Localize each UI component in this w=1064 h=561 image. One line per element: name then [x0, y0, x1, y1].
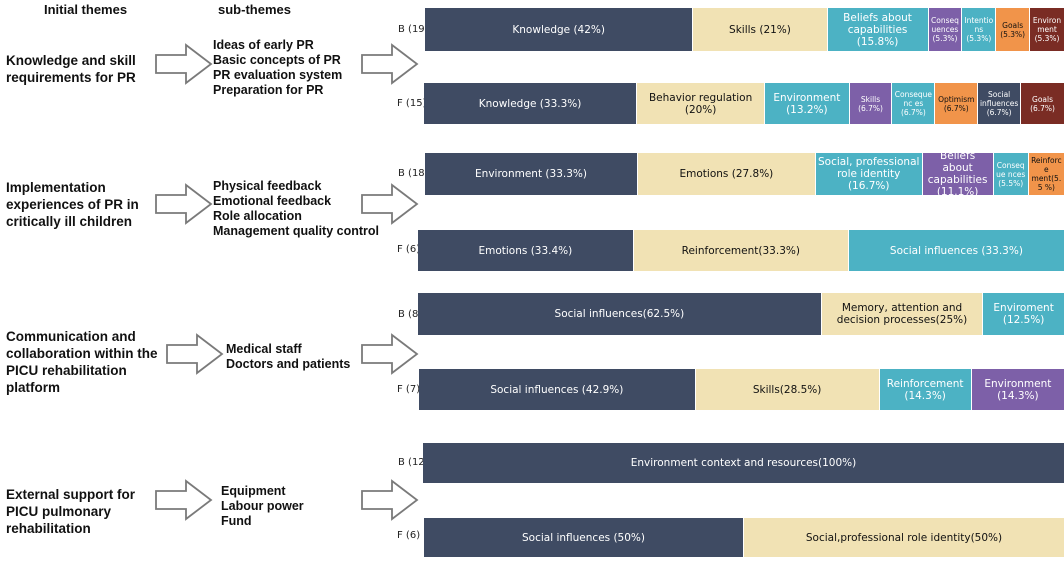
- stacked-bar: Knowledge (33.3%)Behavior regulation (20…: [424, 83, 1064, 124]
- bar-segment: Social influences (33.3%): [848, 230, 1064, 271]
- theme-4-line-1: External support for: [6, 487, 136, 502]
- bar-segment: Intentions (5.3%): [962, 8, 997, 51]
- bar-segment: Environ ment (5.3%): [1030, 8, 1064, 51]
- bar-segment: Reinforce ment(5.5 %): [1028, 153, 1064, 195]
- bar-segment: Knowledge (42%): [425, 8, 694, 51]
- theme-3-line-3: PICU rehabilitation: [6, 363, 127, 378]
- theme-2-line-2: experiences of PR in: [6, 197, 139, 212]
- theme-1-subthemes: Ideas of early PR Basic concepts of PR P…: [213, 38, 342, 98]
- bar-segment: Knowledge (33.3%): [424, 83, 638, 124]
- bar-segment: Social influences (42.9%): [419, 369, 696, 410]
- bar-segment: Social influences (6.7%): [978, 83, 1022, 124]
- theme-2-line-1: Implementation: [6, 180, 106, 195]
- bar-segment: Skills (6.7%): [849, 83, 893, 124]
- bar-segment: Memory, attention and decision processes…: [821, 293, 984, 335]
- bar-segment: Skills (21%): [693, 8, 828, 51]
- bar-label: B (8): [398, 309, 423, 320]
- stacked-bar: Social influences (50%)Social,profession…: [424, 518, 1064, 557]
- bar-segment: Goals (6.7%): [1021, 83, 1064, 124]
- theme-3-line-1: Communication and: [6, 329, 136, 344]
- subtheme-item: Labour power: [221, 499, 304, 513]
- bar-label: F (15): [397, 98, 427, 109]
- subtheme-item: Fund: [221, 514, 252, 528]
- bar-segment: Conseque nces (5.5%): [993, 153, 1029, 195]
- arrow-right-icon: [155, 183, 213, 225]
- stacked-bar: Social influences(62.5%)Memory, attentio…: [418, 293, 1064, 335]
- subtheme-item: Equipment: [221, 484, 286, 498]
- subtheme-item: Emotional feedback: [213, 194, 332, 208]
- stacked-bar: Social influences (42.9%)Skills(28.5%)Re…: [419, 369, 1064, 410]
- bar-segment: Social, professional role identity (16.7…: [815, 153, 923, 195]
- theme-4-line-2: PICU pulmonary: [6, 504, 112, 519]
- theme-4-line-3: rehabilitation: [6, 521, 91, 536]
- subtheme-item: Ideas of early PR: [213, 38, 314, 52]
- arrow-right-icon: [166, 333, 224, 375]
- theme-4-title: External support for PICU pulmonary reha…: [6, 486, 135, 537]
- stacked-bar: Emotions (33.4%)Reinforcement(33.3%)Soci…: [418, 230, 1064, 271]
- bar-segment: Reinforcement (14.3%): [879, 369, 972, 410]
- theme-2-subthemes: Physical feedback Emotional feedback Rol…: [213, 179, 379, 239]
- theme-3-line-4: platform: [6, 380, 60, 395]
- bar-segment: Environment context and resources(100%): [423, 443, 1064, 483]
- bar-segment: Social influences (50%): [424, 518, 744, 557]
- theme-3-subthemes: Medical staff Doctors and patients: [226, 342, 350, 372]
- bar-label: F (6): [397, 244, 421, 255]
- subtheme-item: Doctors and patients: [226, 357, 351, 371]
- bar-segment: Reinforcement(33.3%): [633, 230, 849, 271]
- stacked-bar: Environment context and resources(100%): [423, 443, 1064, 483]
- subtheme-item: Role allocation: [213, 209, 302, 223]
- theme-1-line-2: requirements for PR: [6, 70, 136, 85]
- arrow-right-icon: [361, 479, 419, 521]
- theme-1-title: Knowledge and skill requirements for PR: [6, 52, 136, 86]
- bar-segment: Beliefs about capabilities (15.8%): [827, 8, 929, 51]
- bar-segment: Behavior regulation (20%): [637, 83, 766, 124]
- bar-label: F (7): [397, 384, 421, 395]
- theme-2-line-3: critically ill children: [6, 214, 133, 229]
- subtheme-item: Management quality control: [213, 224, 379, 238]
- arrow-right-icon: [155, 43, 213, 85]
- bar-segment: Social,professional role identity(50%): [744, 518, 1064, 557]
- bar-segment: Conseq uences (5.3%): [928, 8, 963, 51]
- theme-1-line-1: Knowledge and skill: [6, 53, 136, 68]
- theme-2-title: Implementation experiences of PR in crit…: [6, 179, 139, 230]
- bar-segment: Consequenc es (6.7%): [892, 83, 936, 124]
- stacked-bar: Environment (33.3%)Emotions (27.8%)Socia…: [425, 153, 1064, 195]
- bar-label: B (19): [398, 24, 429, 35]
- theme-4-subthemes: Equipment Labour power Fund: [221, 484, 304, 529]
- bar-segment: Goals (5.3%): [996, 8, 1031, 51]
- bar-label: F (6): [397, 530, 421, 541]
- subtheme-item: Preparation for PR: [213, 83, 324, 97]
- bar-segment: Optimism (6.7%): [935, 83, 979, 124]
- theme-3-title: Communication and collaboration within t…: [6, 328, 158, 396]
- bar-segment: Social influences(62.5%): [418, 293, 822, 335]
- arrow-right-icon: [361, 333, 419, 375]
- bar-segment: Emotions (33.4%): [418, 230, 634, 271]
- bar-segment: Beliefs about capabilities (11.1%): [922, 153, 994, 195]
- bar-segment: Environment (14.3%): [971, 369, 1064, 410]
- arrow-right-icon: [155, 479, 213, 521]
- bar-label: B (12): [398, 457, 429, 468]
- stacked-bar: Knowledge (42%)Skills (21%)Beliefs about…: [425, 8, 1064, 51]
- subtheme-item: Physical feedback: [213, 179, 322, 193]
- bar-segment: Environment (33.3%): [425, 153, 638, 195]
- initial-themes-header: Initial themes: [44, 2, 128, 17]
- subtheme-item: Medical staff: [226, 342, 302, 356]
- bar-segment: Emotions (27.8%): [638, 153, 816, 195]
- bar-segment: Skills(28.5%): [695, 369, 880, 410]
- subtheme-item: PR evaluation system: [213, 68, 343, 82]
- sub-themes-header: sub-themes: [218, 2, 291, 17]
- theme-3-line-2: collaboration within the: [6, 346, 158, 361]
- arrow-right-icon: [361, 183, 419, 225]
- bar-segment: Enviroment (12.5%): [983, 293, 1064, 335]
- bar-segment: Environment (13.2%): [765, 83, 850, 124]
- arrow-right-icon: [361, 43, 419, 85]
- bar-label: B (18): [398, 168, 429, 179]
- subtheme-item: Basic concepts of PR: [213, 53, 341, 67]
